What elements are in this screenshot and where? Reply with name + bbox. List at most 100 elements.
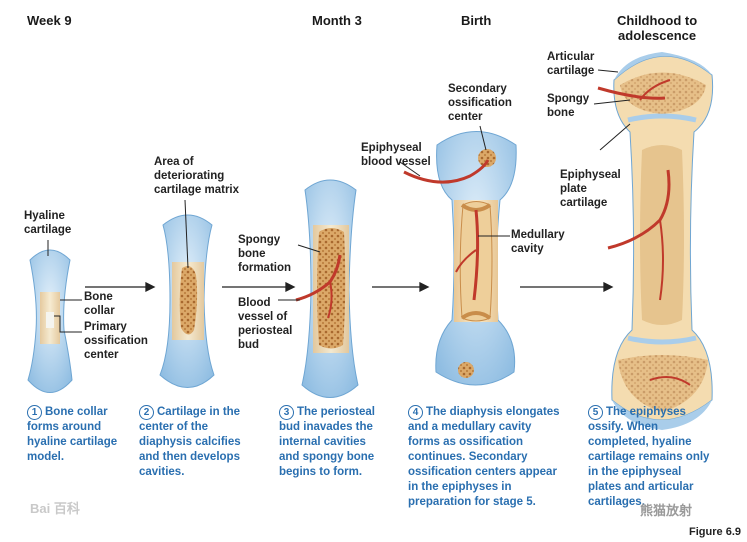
label-line: Articular <box>547 51 595 63</box>
label-line: blood vessel <box>361 156 431 168</box>
caption-line: and spongy bone <box>279 451 375 463</box>
caption-text: The periosteal <box>297 406 375 418</box>
label-line: cartilage <box>547 65 595 77</box>
label-bone-collar: Bone collar <box>84 290 115 318</box>
label-line: Area of <box>154 156 194 168</box>
label-line: formation <box>238 262 292 274</box>
label-line: center <box>448 111 483 123</box>
label-line: Medullary <box>511 229 565 241</box>
caption-line: begins to form. <box>279 466 363 478</box>
label-line: center <box>84 349 119 361</box>
label-articular-cartilage: Articular cartilage <box>547 50 594 78</box>
caption-line: center of the <box>139 421 209 433</box>
caption-line: in the epiphyseal <box>588 466 682 478</box>
caption-line: ossification centers appear <box>408 466 557 478</box>
label-line: plate <box>560 183 587 195</box>
header-childhood-line-1: Childhood to <box>617 13 698 28</box>
stage-1-bone-model <box>27 249 73 393</box>
label-blood-vessel-periosteal-bud: Blood vessel of periosteal bud <box>238 296 292 352</box>
caption-line: plates and articular <box>588 481 694 493</box>
label-medullary-cavity: Medullary cavity <box>511 228 565 256</box>
label-line: collar <box>84 305 115 317</box>
label-line: deteriorating <box>154 170 225 182</box>
caption-line: hyaline cartilage <box>27 436 118 448</box>
header-childhood: Childhood to adolescence <box>617 13 697 43</box>
label-secondary-ossification-center: Secondary ossification center <box>448 82 512 124</box>
label-line: cartilage matrix <box>154 184 240 196</box>
label-hyaline-cartilage: Hyaline cartilage <box>24 209 71 237</box>
label-line: bone <box>238 248 266 260</box>
caption-line: internal cavities <box>279 436 366 448</box>
label-epiphyseal-plate-cartilage: Epiphyseal plate cartilage <box>560 168 621 210</box>
caption-line: forms as ossification <box>408 436 524 448</box>
caption-line: continues. Secondary <box>408 451 528 463</box>
label-line: Spongy <box>238 234 281 246</box>
label-line: bone <box>547 107 575 119</box>
caption-line: and then develops <box>139 451 240 463</box>
step-number-badge: 1 <box>27 405 42 420</box>
caption-line: in the epiphyses in <box>408 481 512 493</box>
label-line: Blood <box>238 297 271 309</box>
caption-line: model. <box>27 451 65 463</box>
label-line: cartilage <box>560 197 608 209</box>
label-line: Bone <box>84 291 113 303</box>
label-line: ossification <box>448 97 512 109</box>
watermark-xiongmao: 熊猫放射 <box>640 503 693 518</box>
label-line: Epiphyseal <box>361 142 422 154</box>
caption-line: ossify. When <box>588 421 659 433</box>
caption-line: completed, hyaline <box>588 436 692 448</box>
stage-3-bone-model <box>295 179 359 398</box>
stage-5-bone-model <box>597 52 714 430</box>
step-number-badge: 4 <box>408 405 423 420</box>
label-line: Epiphyseal <box>560 169 621 181</box>
label-line: Secondary <box>448 83 507 95</box>
header-week-9: Week 9 <box>27 13 72 28</box>
label-spongy-bone: Spongy bone <box>547 92 589 120</box>
label-line: Hyaline <box>24 210 65 222</box>
label-line: vessel of <box>238 311 288 323</box>
step-number-badge: 3 <box>279 405 294 420</box>
caption-line: and a medullary cavity <box>408 421 532 433</box>
step-number-badge: 5 <box>588 405 603 420</box>
caption-text: Bone collar <box>45 406 108 418</box>
label-line: cavity <box>511 243 544 255</box>
header-childhood-line-2: adolescence <box>618 28 697 43</box>
caption-line: cartilage remains only <box>588 451 710 463</box>
caption-line: bud inavades the <box>279 421 373 433</box>
step-number-badge: 2 <box>139 405 154 420</box>
label-deteriorating-cartilage: Area of deteriorating cartilage matrix <box>154 155 239 197</box>
caption-line: forms around <box>27 421 102 433</box>
label-line: periosteal <box>238 325 293 337</box>
caption-line: preparation for stage 5. <box>408 496 536 508</box>
label-line: cartilage <box>24 224 72 236</box>
stage-4-bone-model <box>403 131 517 386</box>
stage-2-bone-model <box>159 214 215 388</box>
caption-text: The epiphyses <box>606 406 686 418</box>
progression-arrows <box>85 281 614 293</box>
caption-line: diaphysis calcifies <box>139 436 241 448</box>
header-month-3: Month 3 <box>312 13 362 28</box>
header-birth: Birth <box>461 13 492 28</box>
caption-line: cavities. <box>139 466 185 478</box>
label-epiphyseal-blood-vessel: Epiphyseal blood vessel <box>361 141 431 169</box>
label-line: bud <box>238 339 260 351</box>
label-line: ossification <box>84 335 148 347</box>
watermark-baike: Bai 百科 <box>30 501 80 516</box>
leader-lines <box>47 69 631 333</box>
label-line: Spongy <box>547 93 590 105</box>
label-spongy-bone-formation: Spongy bone formation <box>238 233 291 275</box>
caption-text: Cartilage in the <box>157 406 241 418</box>
label-primary-ossification-center: Primary ossification center <box>84 320 148 362</box>
caption-text: The diaphysis elongates <box>426 406 560 418</box>
caption-line: cartilages. <box>588 496 645 508</box>
figure-label: Figure 6.9 <box>689 526 741 538</box>
